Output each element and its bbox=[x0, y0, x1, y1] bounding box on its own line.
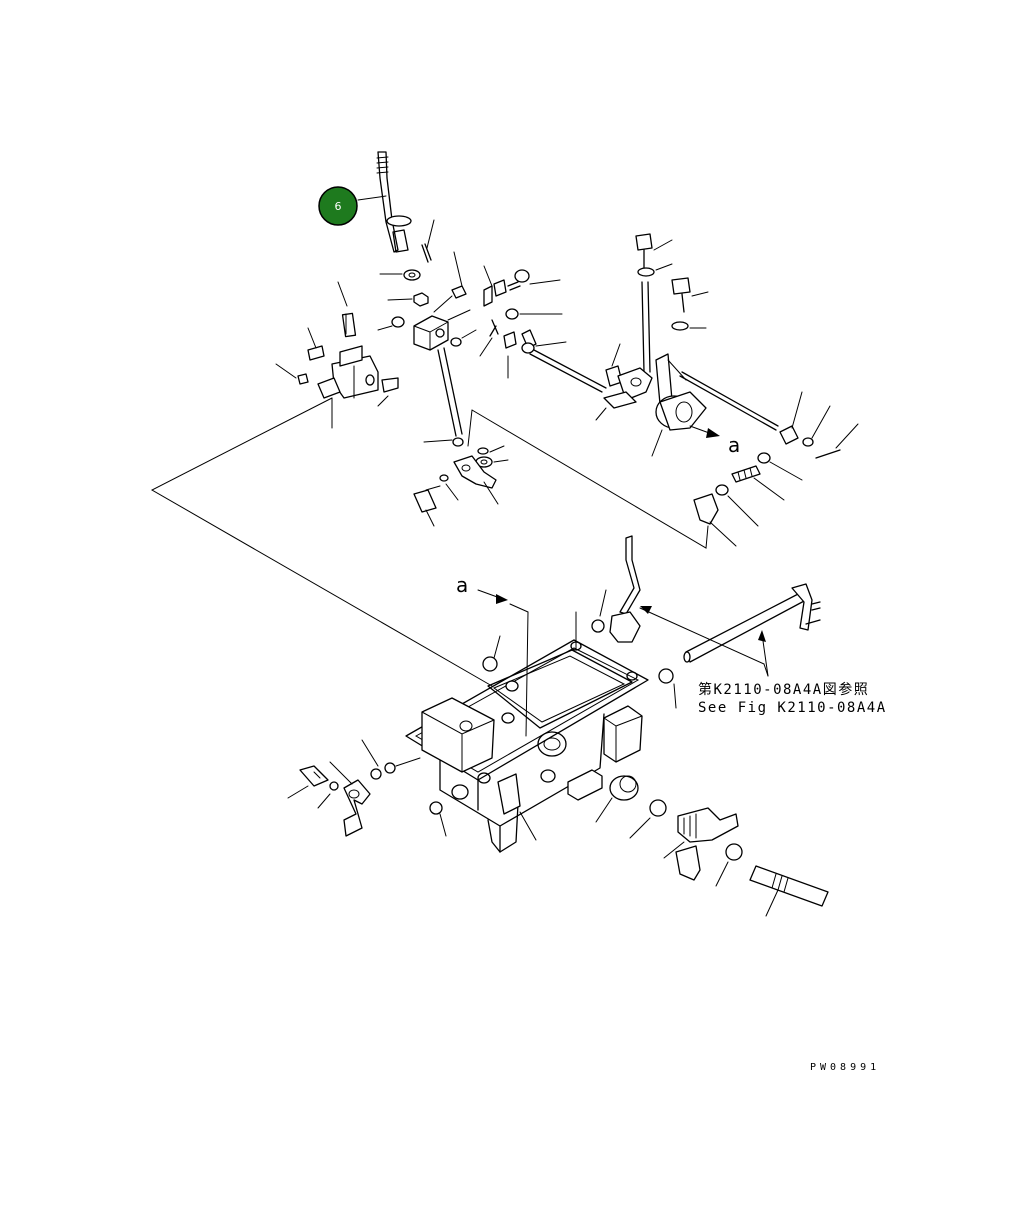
lower-left-lever-group bbox=[287, 739, 421, 837]
drawing-code: PW08991 bbox=[810, 1062, 880, 1073]
assembly-leader-lines bbox=[150, 397, 709, 687]
upper-right-assembly bbox=[595, 233, 859, 547]
view-marker-upper-label: a bbox=[728, 433, 740, 457]
shift-lever-assembly bbox=[357, 151, 435, 331]
lower-right-shaft-group bbox=[595, 775, 829, 917]
part-number-badge-text: 6 bbox=[335, 200, 342, 213]
shift-housing bbox=[405, 589, 677, 853]
reference-note-jp: 第K2110-08A4A図参照 bbox=[698, 681, 869, 698]
shift-rod bbox=[609, 535, 765, 665]
cross-block-linkage bbox=[413, 251, 509, 527]
view-marker-lower-label: a bbox=[456, 573, 468, 597]
lever-bracket bbox=[275, 281, 399, 429]
reference-note: 第K2110-08A4A図参照 See Fig K2110-08A4A bbox=[698, 681, 887, 716]
view-marker-lower: a bbox=[456, 573, 529, 737]
part-number-badge[interactable]: 6 bbox=[318, 186, 358, 226]
long-shaft bbox=[683, 583, 821, 677]
reference-note-en: See Fig K2110-08A4A bbox=[698, 700, 887, 716]
rod-end-parts bbox=[479, 265, 607, 393]
